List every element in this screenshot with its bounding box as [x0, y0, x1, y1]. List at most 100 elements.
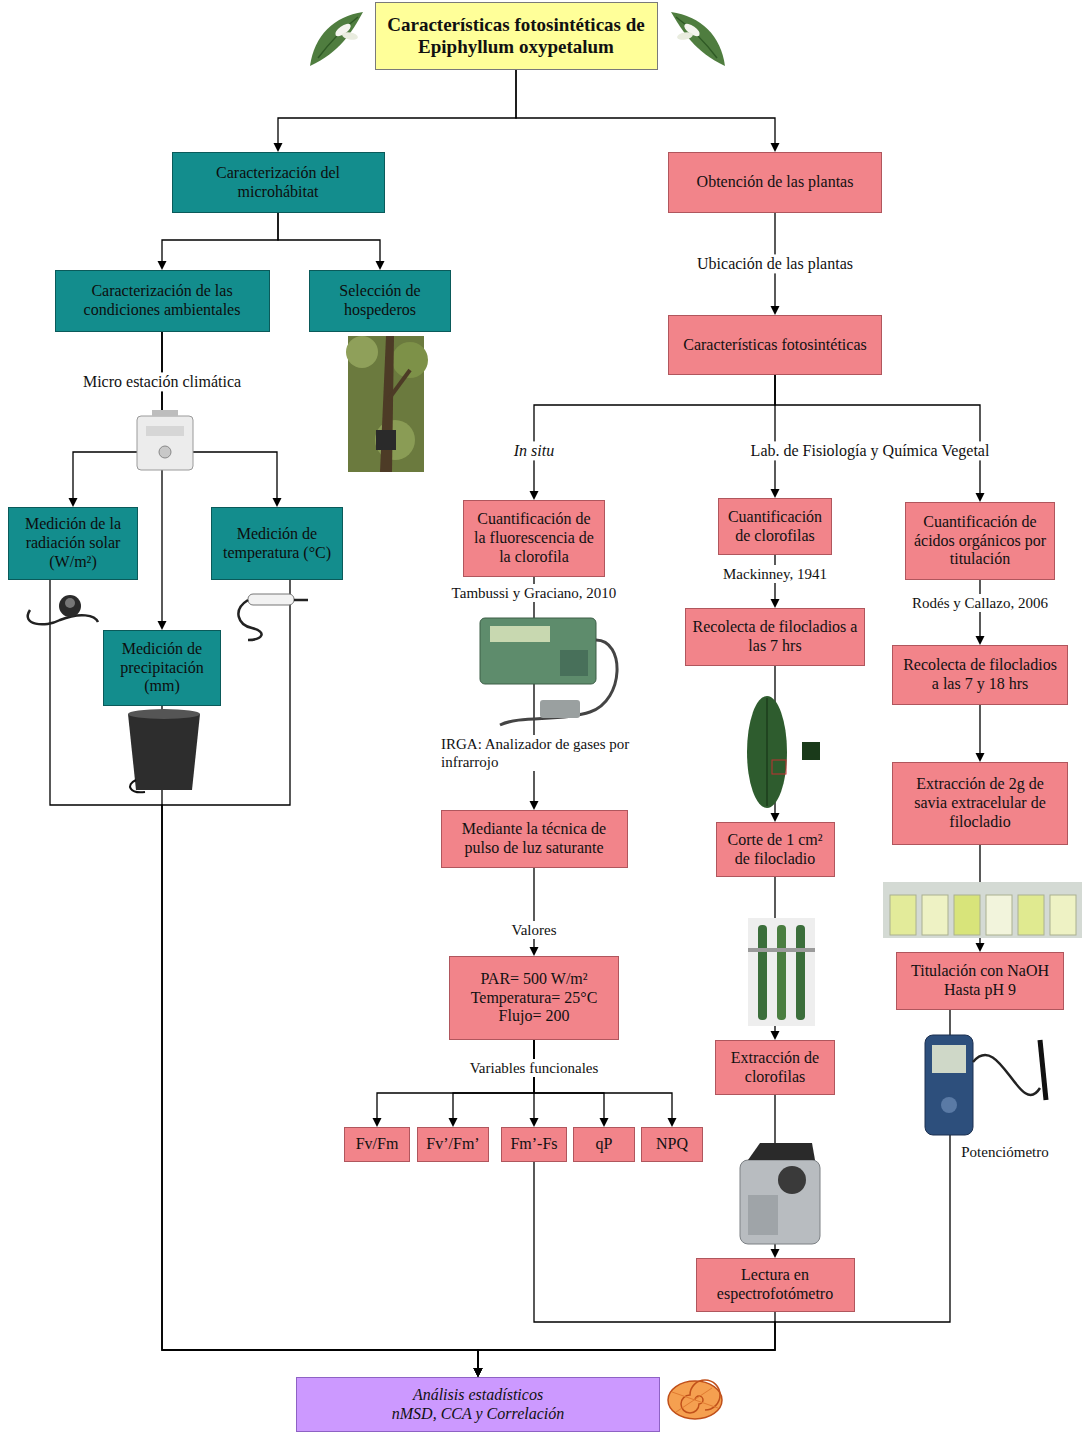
beakers-photo-part [1050, 895, 1076, 935]
weather-station-part [152, 410, 178, 416]
phylloclade-leaf-part [772, 760, 786, 774]
arrow-head [771, 813, 780, 822]
host-tree-photo-part [380, 336, 394, 472]
arrow-head [976, 493, 985, 502]
box-text: NPQ [656, 1135, 688, 1154]
process-box: Cuantificación de ácidos orgánicos por t… [905, 502, 1055, 580]
box-text: Temperatura= 25°C [471, 989, 598, 1008]
temperature-sensor-part [294, 599, 308, 602]
leaf-decoration-part [318, 17, 358, 58]
arrow-head [976, 753, 985, 762]
arrow-head [976, 943, 985, 952]
arrow-head [530, 947, 539, 956]
process-box: Cuantificación de clorofilas [718, 498, 832, 555]
arrow-head [273, 498, 282, 507]
process-box: Mediante la técnica de pulso de luz satu… [441, 810, 628, 868]
box-text: Mediante la técnica de pulso de luz satu… [448, 820, 621, 858]
arrow-head [158, 621, 167, 630]
process-box: Medición de precipitación (mm) [103, 630, 221, 706]
irga-analyzer-part [560, 650, 588, 676]
process-box: Fv’/Fm’ [417, 1127, 489, 1162]
temperature-sensor-part [248, 594, 294, 605]
box-text: Características fotosintéticas [683, 336, 866, 355]
process-box: qP [573, 1127, 635, 1162]
arrow-head [474, 1368, 483, 1377]
connector-arrow [530, 868, 539, 956]
note-label: Lab. de Fisiología y Química Vegetal [748, 441, 993, 460]
box-text: Selección de hospederos [316, 282, 444, 320]
beakers-photo-part [883, 882, 1082, 938]
edge-label: Valores [509, 921, 560, 939]
temperature-sensor-part [238, 600, 261, 640]
connector-arrow [534, 1040, 609, 1127]
arrow-head [771, 489, 780, 498]
box-text: Extracción de 2g de savia extracelular d… [899, 775, 1061, 832]
connector-arrow [274, 70, 517, 152]
test-tubes-part [748, 918, 815, 1026]
potentiometer-part [941, 1097, 957, 1113]
process-box: Caracterización del microhábitat [172, 152, 385, 213]
edge-label: Rodés y Callazo, 2006 [909, 594, 1051, 612]
nautilus-icon-part [672, 1388, 718, 1412]
test-tubes-part [777, 925, 786, 1020]
edge-label: In situ [511, 441, 557, 460]
box-text: Titulación con NaOH Hasta pH 9 [903, 962, 1057, 1000]
box-text: Fm’-Fs [510, 1135, 557, 1154]
box-text: Análisis estadísticos [413, 1386, 543, 1405]
weather-station-part [137, 416, 193, 470]
arrow-head [376, 261, 385, 270]
test-tubes-part [758, 925, 767, 1020]
connector-arrow [534, 1040, 677, 1127]
box-text: Caracterización del microhábitat [179, 164, 378, 202]
box-text: Flujo= 200 [499, 1007, 570, 1026]
weather-station-part [159, 446, 171, 458]
arrow-head [474, 1368, 483, 1377]
connector-line [453, 1040, 534, 1119]
arrow-head [158, 261, 167, 270]
host-tree-photo-part [346, 336, 378, 368]
note-label: Potenciómetro [958, 1143, 1051, 1161]
box-text: Corte de 1 cm² de filocladio [723, 831, 828, 869]
edge-label: Micro estación climática [80, 372, 244, 391]
irga-analyzer-part [480, 618, 596, 684]
potentiometer [925, 1035, 1046, 1135]
leaf-decoration-part [676, 17, 717, 58]
nautilus-icon-part [668, 1381, 722, 1419]
process-box: Fv/Fm [344, 1127, 410, 1162]
arrow-head [600, 1118, 609, 1127]
box-text: Lectura en espectrofotómetro [703, 1266, 848, 1304]
box-text: PAR= 500 W/m² [480, 970, 587, 989]
box-text: Extracción de clorofilas [722, 1049, 828, 1087]
irga-analyzer-part [490, 626, 550, 642]
connector-line [775, 375, 980, 494]
box-text: Medición de precipitación (mm) [110, 640, 214, 697]
edge-label: Variables funcionales [467, 1059, 602, 1077]
note-label: IRGA: Analizador de gases por infrarrojo [438, 735, 649, 771]
arrow-head [771, 1249, 780, 1258]
spectrophotometer [740, 1143, 820, 1244]
rain-gauge [128, 709, 200, 792]
connector-line [278, 213, 380, 262]
arrow-head [474, 1368, 483, 1377]
box-text: Recolecta de filocladios a las 7 y 18 hr… [899, 656, 1061, 694]
host-tree-photo-part [388, 370, 410, 400]
connector-line [979, 705, 980, 754]
leaf-decoration [671, 12, 725, 66]
solar-radiation-sensor-part [59, 595, 81, 617]
weather-station-part [146, 426, 184, 436]
connector-arrow [530, 577, 539, 810]
beakers-photo-part [954, 895, 980, 935]
arrow-head [69, 498, 78, 507]
connector-arrow [373, 1040, 535, 1127]
leaf-decoration [310, 12, 363, 66]
box-text: Medición de temperatura (°C) [218, 525, 336, 563]
connector-arrow [474, 1312, 776, 1377]
box-text: Fv/Fm [356, 1135, 399, 1154]
rain-gauge-part [128, 714, 200, 790]
solar-radiation-sensor [28, 595, 98, 624]
arrow-head [976, 636, 985, 645]
connector-arrow [976, 705, 985, 762]
phylloclade-leaf-part [747, 696, 787, 808]
process-box: Medición de la radiación solar (W/m²) [8, 507, 138, 580]
arrow-head [771, 306, 780, 315]
